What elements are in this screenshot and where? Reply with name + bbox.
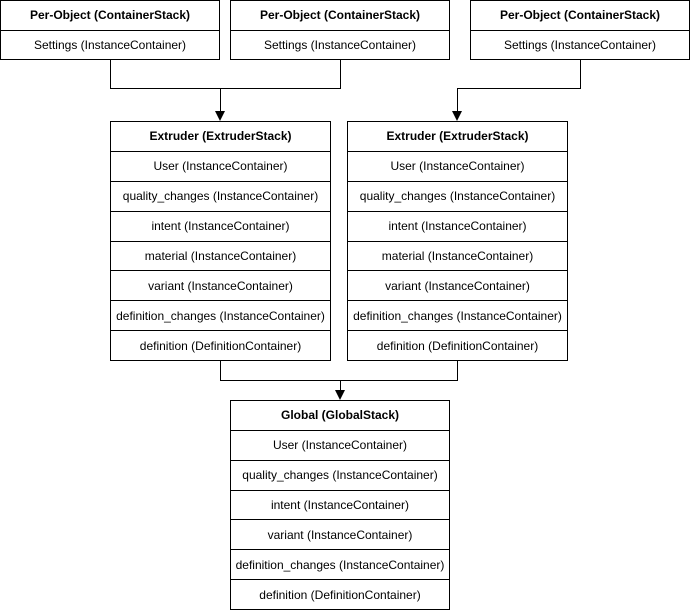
- box-title: Extruder (ExtruderStack): [348, 122, 567, 152]
- container-row: User (InstanceContainer): [348, 152, 567, 182]
- extruder-stack-left: Extruder (ExtruderStack) User (InstanceC…: [110, 121, 331, 361]
- connector-line: [340, 60, 341, 88]
- per-object-stack-1: Per-Object (ContainerStack) Settings (In…: [0, 0, 220, 60]
- global-stack: Global (GlobalStack) User (InstanceConta…: [230, 400, 450, 610]
- extruder-stack-right: Extruder (ExtruderStack) User (InstanceC…: [347, 121, 568, 361]
- container-row: quality_changes (InstanceContainer): [348, 182, 567, 212]
- container-row: definition (DefinitionContainer): [376, 338, 539, 353]
- container-row: material (InstanceContainer): [348, 242, 567, 272]
- connector-line: [110, 60, 111, 88]
- box-title: Per-Object (ContainerStack): [1, 1, 219, 31]
- per-object-stack-2: Per-Object (ContainerStack) Settings (In…: [230, 0, 450, 60]
- container-row: definition (DefinitionContainer): [139, 338, 302, 353]
- container-row: material (InstanceContainer): [111, 242, 330, 272]
- connector-line: [220, 380, 458, 381]
- connector-line: [110, 88, 341, 89]
- container-row: intent (InstanceContainer): [111, 212, 330, 242]
- container-row: intent (InstanceContainer): [348, 212, 567, 242]
- arrow-down-icon: [335, 390, 345, 400]
- container-row: definition_changes (InstanceContainer): [348, 301, 567, 332]
- container-row: variant (InstanceContainer): [348, 271, 567, 302]
- container-row: variant (InstanceContainer): [111, 271, 330, 302]
- container-row: Settings (InstanceContainer): [503, 37, 657, 52]
- container-row: User (InstanceContainer): [231, 431, 449, 461]
- container-row: Settings (InstanceContainer): [263, 37, 417, 52]
- arrow-down-icon: [215, 111, 225, 121]
- connector-line: [340, 380, 341, 390]
- per-object-stack-3: Per-Object (ContainerStack) Settings (In…: [470, 0, 690, 60]
- connector-line: [220, 361, 221, 380]
- box-title: Global (GlobalStack): [231, 401, 449, 431]
- container-row: definition (DefinitionContainer): [259, 587, 421, 602]
- container-row: variant (InstanceContainer): [231, 520, 449, 551]
- connector-line: [457, 88, 458, 111]
- container-row: definition_changes (InstanceContainer): [111, 301, 330, 332]
- arrow-down-icon: [452, 111, 462, 121]
- container-row: definition_changes (InstanceContainer): [231, 550, 449, 581]
- connector-line: [220, 88, 221, 111]
- container-row: quality_changes (InstanceContainer): [231, 461, 449, 491]
- connector-line: [580, 60, 581, 88]
- box-title: Extruder (ExtruderStack): [111, 122, 330, 152]
- connector-line: [457, 88, 581, 89]
- container-row: quality_changes (InstanceContainer): [111, 182, 330, 212]
- box-title: Per-Object (ContainerStack): [471, 1, 689, 31]
- container-row: Settings (InstanceContainer): [33, 37, 187, 52]
- container-row: intent (InstanceContainer): [231, 491, 449, 521]
- box-title: Per-Object (ContainerStack): [231, 1, 449, 31]
- connector-line: [457, 361, 458, 380]
- container-row: User (InstanceContainer): [111, 152, 330, 182]
